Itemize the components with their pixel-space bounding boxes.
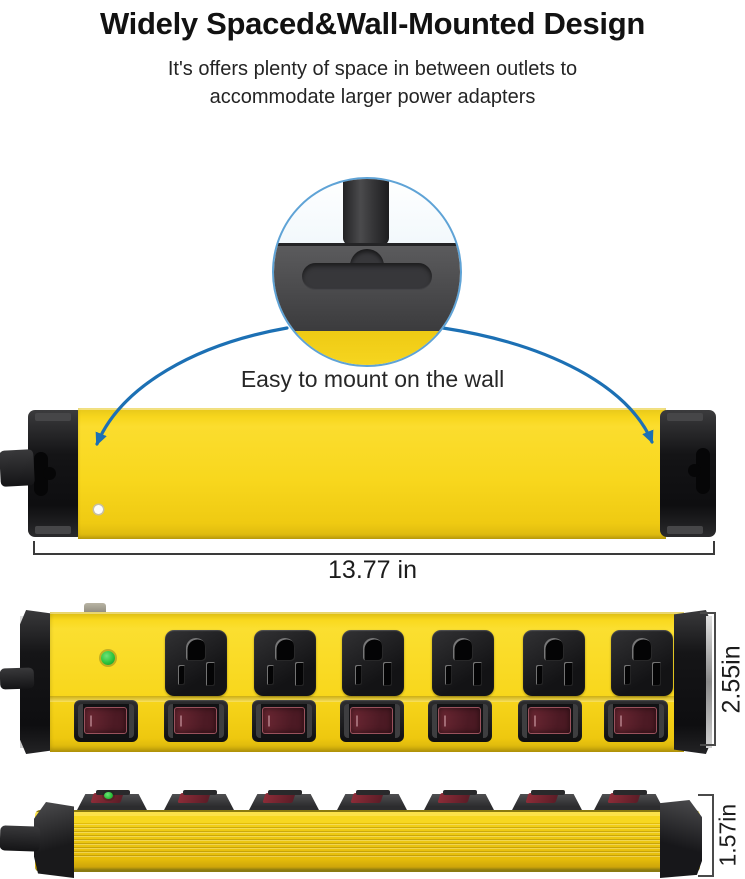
end-cap-right bbox=[660, 800, 702, 878]
rocker-switch-profile bbox=[248, 790, 320, 812]
power-outlet bbox=[611, 630, 673, 696]
end-cap-left bbox=[34, 802, 74, 878]
ground-hole bbox=[363, 638, 383, 661]
power-cord-stub bbox=[343, 179, 389, 245]
face-ridge bbox=[50, 696, 684, 702]
height-dimension-label: 2.55in bbox=[717, 645, 745, 714]
side-view bbox=[0, 786, 745, 879]
rocker-switch-profile bbox=[336, 790, 408, 812]
power-led bbox=[101, 651, 115, 665]
rocker-switch-profile bbox=[423, 790, 495, 812]
page-title: Widely Spaced&Wall-Mounted Design bbox=[100, 6, 645, 41]
switch-button bbox=[528, 707, 571, 734]
hot-slot bbox=[295, 662, 304, 686]
switch-button bbox=[262, 707, 305, 734]
switch-button bbox=[84, 707, 127, 734]
switch-button bbox=[614, 707, 657, 734]
switch-ridge bbox=[356, 790, 390, 795]
subtitle-line-2: accommodate larger power adapters bbox=[209, 86, 536, 108]
height-dimension-line bbox=[700, 612, 716, 746]
switch-ridge bbox=[183, 790, 217, 795]
rocker-switch-profile bbox=[511, 790, 583, 812]
power-outlet bbox=[432, 630, 494, 696]
subtitle: It's offers plenty of space in between o… bbox=[0, 55, 745, 111]
switch-ridge bbox=[613, 790, 647, 795]
strip-side-body bbox=[35, 810, 700, 872]
power-outlet bbox=[165, 630, 227, 696]
rocker-switch-profile bbox=[593, 790, 665, 812]
neutral-slot bbox=[536, 665, 543, 685]
power-outlet bbox=[254, 630, 316, 696]
rocker-switch bbox=[164, 700, 228, 742]
keyhole-slot-icon bbox=[696, 448, 710, 494]
rocker-switch bbox=[340, 700, 404, 742]
length-dimension-line bbox=[33, 541, 715, 555]
end-cap-right bbox=[660, 410, 716, 537]
aluminum-ridges bbox=[35, 824, 700, 859]
switch-button bbox=[350, 707, 393, 734]
power-cord bbox=[0, 449, 35, 487]
keyhole-slot-icon bbox=[688, 464, 701, 477]
switch-button bbox=[174, 707, 217, 734]
ground-hole bbox=[275, 638, 295, 661]
cap-bevel-right bbox=[706, 616, 712, 748]
mount-caption: Easy to mount on the wall bbox=[240, 366, 505, 392]
power-cord bbox=[0, 825, 41, 852]
circuit-breaker-button bbox=[84, 603, 106, 613]
mount-screw-hole bbox=[94, 505, 103, 514]
neutral-slot bbox=[267, 665, 274, 685]
switch-ridge bbox=[443, 790, 477, 795]
power-led bbox=[104, 792, 113, 799]
switch-ridge bbox=[96, 790, 130, 795]
neutral-slot bbox=[178, 665, 185, 685]
switch-ridge bbox=[268, 790, 302, 795]
length-dimension-label: 13.77 in bbox=[328, 556, 417, 584]
end-cap-right bbox=[674, 610, 712, 754]
keyhole-slot-icon bbox=[43, 467, 56, 480]
strip-body-closeup bbox=[274, 331, 460, 365]
switch-button bbox=[438, 707, 481, 734]
ground-hole bbox=[453, 638, 473, 661]
hot-slot bbox=[383, 662, 392, 686]
end-cap-left bbox=[28, 410, 84, 537]
hot-slot bbox=[564, 662, 573, 686]
keyhole-slot-icon bbox=[34, 452, 48, 496]
rocker-switch bbox=[518, 700, 582, 742]
ground-hole bbox=[544, 638, 564, 661]
rocker-switch-profile bbox=[163, 790, 235, 812]
subtitle-line-1: It's offers plenty of space in between o… bbox=[167, 58, 578, 80]
front-view bbox=[20, 603, 712, 754]
neutral-slot bbox=[624, 665, 631, 685]
wall-mount-magnifier-circle bbox=[272, 177, 462, 367]
hot-slot bbox=[206, 662, 215, 686]
power-outlet bbox=[523, 630, 585, 696]
neutral-slot bbox=[445, 665, 452, 685]
depth-dimension-line bbox=[698, 794, 714, 877]
back-view bbox=[28, 408, 716, 539]
power-outlet bbox=[342, 630, 404, 696]
rocker-switch-profile bbox=[76, 790, 148, 812]
strip-back-body bbox=[78, 408, 666, 539]
rocker-switch bbox=[428, 700, 492, 742]
power-cord bbox=[0, 667, 35, 690]
hot-slot bbox=[473, 662, 482, 686]
neutral-slot bbox=[355, 665, 362, 685]
rocker-switch bbox=[74, 700, 138, 742]
depth-dimension-label: 1.57in bbox=[714, 803, 741, 867]
rocker-switch bbox=[252, 700, 316, 742]
ground-hole bbox=[186, 638, 206, 661]
switch-ridge bbox=[531, 790, 565, 795]
rocker-switch bbox=[604, 700, 668, 742]
ground-hole bbox=[632, 638, 652, 661]
hot-slot bbox=[652, 662, 661, 686]
keyhole-slot-icon bbox=[302, 263, 432, 290]
